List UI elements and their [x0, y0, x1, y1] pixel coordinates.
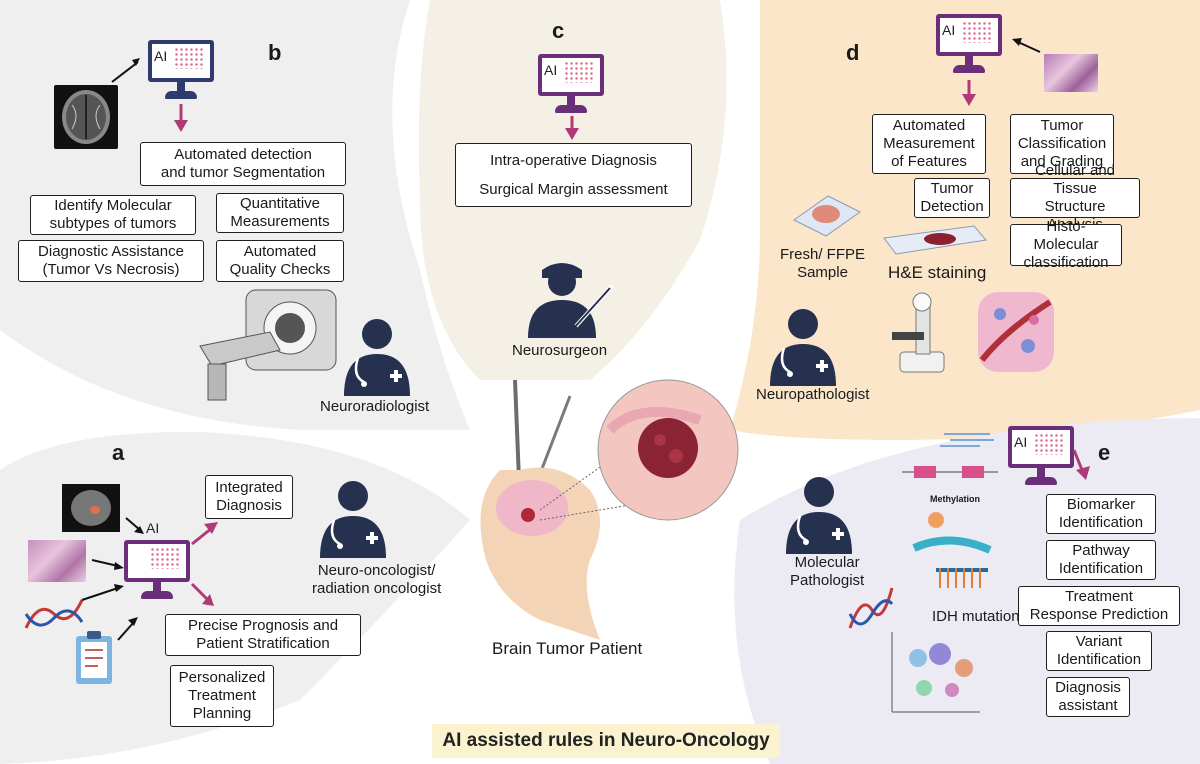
idh-mutation-label: IDH mutation — [932, 608, 1020, 625]
clipboard-icon — [76, 631, 112, 684]
ai-label-a: AI — [146, 520, 160, 536]
box-automated-detection: Automated detection and tumor Segmentati… — [140, 142, 346, 186]
box-personalized-treatment: Personalized Treatment Planning — [170, 665, 274, 727]
histology-thumbnail-icon — [1044, 54, 1098, 92]
ai-monitor-c: AI — [538, 54, 604, 116]
neuro-oncologist-icon — [320, 481, 386, 558]
ai-monitor-d: AI — [936, 14, 1002, 76]
brain-mri-input-icon — [62, 484, 120, 532]
box-histo-molecular: Histo-Molecular classification — [1010, 218, 1122, 271]
panel-d-background — [730, 0, 1200, 440]
surgical-margin-text: Surgical Margin assessment — [479, 180, 668, 198]
box-precise-prognosis: Precise Prognosis and Patient Stratifica… — [165, 614, 361, 656]
box-pathway: Pathway Identification — [1046, 540, 1156, 580]
box-tumor-detection: Tumor Detection — [914, 178, 990, 218]
panel-e-letter: e — [1098, 440, 1111, 465]
ai-monitor-e: AI — [1008, 426, 1074, 488]
ai-monitor-a: AI — [124, 520, 190, 602]
neurosurgeon-label: Neurosurgeon — [512, 342, 608, 359]
panel-a-letter: a — [112, 440, 125, 465]
panel-b-letter: b — [268, 40, 282, 65]
tissue-illustration-icon — [978, 292, 1054, 372]
neuropathologist-label: Neuropathologist — [756, 386, 870, 403]
methylation-label: Methylation — [930, 494, 981, 504]
genomics-illustration-icon — [902, 433, 998, 588]
box-tumor-classification: Tumor Classification and Grading — [1010, 114, 1114, 174]
box-identify-molecular: Identify Molecular subtypes of tumors — [30, 195, 196, 235]
neuroradiologist-icon — [344, 319, 410, 396]
box-treatment-response: Treatment Response Prediction — [1018, 586, 1180, 626]
histology-slide-input-icon — [28, 540, 86, 582]
panel-c-letter: c — [552, 18, 565, 43]
tissue-cassette-icon — [793, 195, 861, 237]
ai-label-c: AI — [544, 62, 558, 78]
box-quantitative-measurements: Quantitative Measurements — [216, 193, 344, 233]
intraoperative-diagnosis-text: Intra-operative Diagnosis — [490, 151, 657, 169]
box-cellular-tissue: Cellular and Tissue Structure Analysis — [1010, 162, 1140, 233]
mri-to-ai-arrow — [111, 61, 139, 83]
figure-banner: AI assisted rules in Neuro-Oncology — [432, 724, 780, 758]
molecular-pathologist-label: Molecular Pathologist — [790, 554, 865, 589]
box-integrated-diagnosis: Integrated Diagnosis — [205, 475, 293, 519]
ai-monitor-b: AI — [148, 40, 214, 102]
box-quality-checks: Automated Quality Checks — [216, 240, 344, 282]
box-automated-measurement: Automated Measurement of Features — [872, 114, 986, 174]
dna-icon — [24, 599, 84, 629]
ai-label-e: AI — [1014, 434, 1028, 450]
neurosurgeon-icon — [528, 263, 614, 338]
neuroradiologist-label: Neuroradiologist — [320, 398, 430, 415]
neuropathologist-icon — [770, 309, 836, 386]
box-diagnostic-assistance: Diagnostic Assistance (Tumor Vs Necrosis… — [18, 240, 204, 282]
box-biomarker: Biomarker Identification — [1046, 494, 1156, 534]
tsne-plot-icon — [891, 632, 980, 713]
molecular-pathologist-icon — [786, 477, 852, 554]
microscope-icon — [892, 292, 945, 373]
fresh-ffpe-label: Fresh/ FFPE Sample — [780, 246, 866, 281]
panel-d-letter: d — [846, 40, 860, 65]
ai-label-b: AI — [154, 48, 168, 64]
dna-icon-e — [848, 587, 894, 629]
ai-label-d: AI — [942, 22, 956, 38]
box-diagnosis-assistant: Diagnosis assistant — [1046, 677, 1130, 717]
brain-mri-thumbnail-icon — [54, 85, 118, 149]
neuro-oncologist-label: Neuro-oncologist/ radiation oncologist — [312, 562, 442, 597]
he-slide-icon — [883, 225, 987, 255]
box-variant: Variant Identification — [1046, 631, 1152, 671]
box-intraoperative: Intra-operative Diagnosis Surgical Margi… — [455, 143, 692, 207]
brain-icon — [496, 480, 568, 536]
he-staining-label: H&E staining — [888, 263, 987, 282]
patient-label: Brain Tumor Patient — [492, 639, 643, 658]
